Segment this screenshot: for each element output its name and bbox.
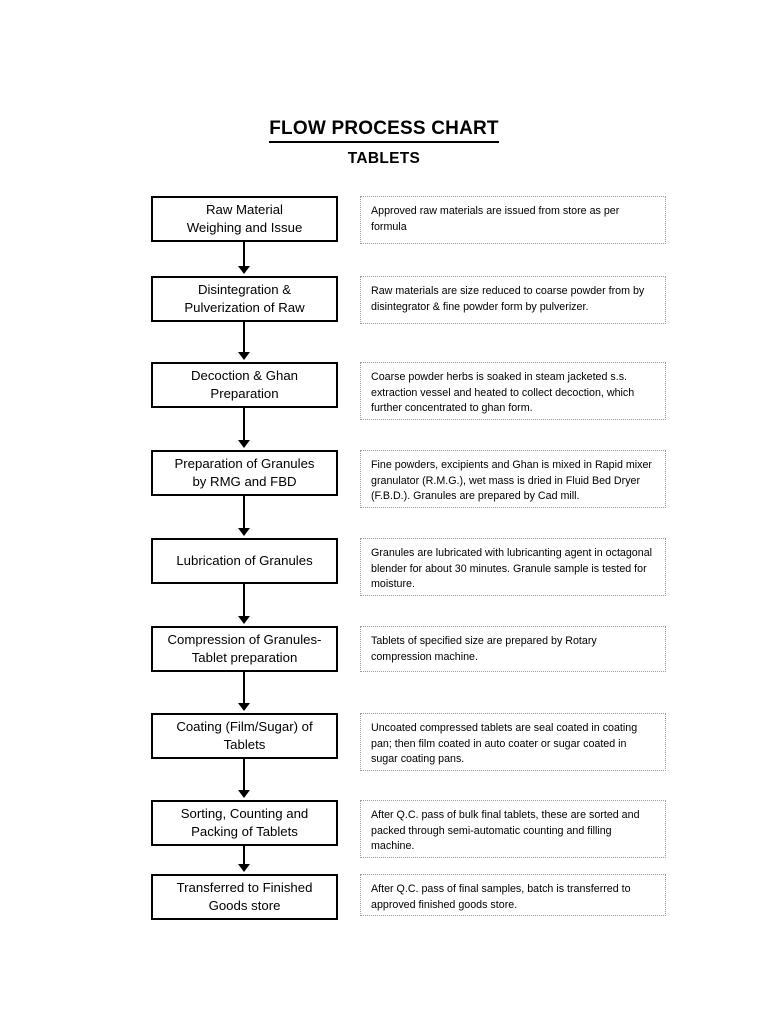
process-box-6-label: Compression of Granules- Tablet preparat… bbox=[167, 631, 322, 665]
description-box-3: Coarse powder herbs is soaked in steam j… bbox=[360, 362, 666, 420]
description-box-8: After Q.C. pass of bulk final tablets, t… bbox=[360, 800, 666, 858]
description-box-2-text: Raw materials are size reduced to coarse… bbox=[371, 285, 645, 313]
arrow-head-8-to-9 bbox=[238, 864, 250, 872]
description-box-4-text: Fine powders, excipients and Ghan is mix… bbox=[371, 459, 652, 503]
process-box-3[interactable]: Decoction & Ghan Preparation bbox=[151, 362, 338, 408]
title-block: FLOW PROCESS CHART TABLETS bbox=[0, 118, 768, 168]
description-box-8-text: After Q.C. pass of bulk final tablets, t… bbox=[371, 809, 640, 853]
process-box-4-label: Preparation of Granules by RMG and FBD bbox=[174, 455, 315, 489]
description-box-2: Raw materials are size reduced to coarse… bbox=[360, 276, 666, 324]
process-box-2[interactable]: Disintegration & Pulverization of Raw bbox=[151, 276, 338, 322]
page-title: FLOW PROCESS CHART bbox=[269, 118, 499, 143]
description-box-7-text: Uncoated compressed tablets are seal coa… bbox=[371, 722, 638, 766]
description-box-9: After Q.C. pass of final samples, batch … bbox=[360, 874, 666, 916]
arrow-head-2-to-3 bbox=[238, 352, 250, 360]
process-box-1-label: Raw Material Weighing and Issue bbox=[186, 201, 303, 235]
process-box-7[interactable]: Coating (Film/Sugar) of Tablets bbox=[151, 713, 338, 759]
page-subtitle: TABLETS bbox=[347, 149, 421, 167]
description-box-1: Approved raw materials are issued from s… bbox=[360, 196, 666, 244]
arrow-head-3-to-4 bbox=[238, 440, 250, 448]
description-box-5: Granules are lubricated with lubricantin… bbox=[360, 538, 666, 596]
process-box-5-label: Lubrication of Granules bbox=[176, 552, 313, 568]
connector-2-to-3 bbox=[243, 322, 245, 354]
arrow-head-1-to-2 bbox=[238, 266, 250, 274]
process-box-3-label: Decoction & Ghan Preparation bbox=[190, 367, 299, 401]
arrow-head-7-to-8 bbox=[238, 790, 250, 798]
description-box-7: Uncoated compressed tablets are seal coa… bbox=[360, 713, 666, 771]
connector-5-to-6 bbox=[243, 584, 245, 618]
description-box-6-text: Tablets of specified size are prepared b… bbox=[371, 635, 597, 663]
description-box-1-text: Approved raw materials are issued from s… bbox=[371, 205, 620, 233]
process-box-5[interactable]: Lubrication of Granules bbox=[151, 538, 338, 584]
process-box-8-label: Sorting, Counting and Packing of Tablets bbox=[180, 805, 309, 839]
process-box-9[interactable]: Transferred to Finished Goods store bbox=[151, 874, 338, 920]
description-box-5-text: Granules are lubricated with lubricantin… bbox=[371, 547, 653, 591]
process-box-1[interactable]: Raw Material Weighing and Issue bbox=[151, 196, 338, 242]
description-box-4: Fine powders, excipients and Ghan is mix… bbox=[360, 450, 666, 508]
arrow-head-5-to-6 bbox=[238, 616, 250, 624]
connector-8-to-9 bbox=[243, 846, 245, 866]
connector-4-to-5 bbox=[243, 496, 245, 530]
arrow-head-6-to-7 bbox=[238, 703, 250, 711]
description-box-6: Tablets of specified size are prepared b… bbox=[360, 626, 666, 672]
connector-7-to-8 bbox=[243, 759, 245, 792]
connector-1-to-2 bbox=[243, 242, 245, 268]
process-box-4[interactable]: Preparation of Granules by RMG and FBD bbox=[151, 450, 338, 496]
arrow-head-4-to-5 bbox=[238, 528, 250, 536]
connector-6-to-7 bbox=[243, 672, 245, 705]
process-box-8[interactable]: Sorting, Counting and Packing of Tablets bbox=[151, 800, 338, 846]
description-box-3-text: Coarse powder herbs is soaked in steam j… bbox=[371, 371, 635, 415]
description-box-9-text: After Q.C. pass of final samples, batch … bbox=[371, 883, 631, 911]
process-box-2-label: Disintegration & Pulverization of Raw bbox=[184, 281, 305, 315]
process-box-9-label: Transferred to Finished Goods store bbox=[176, 879, 313, 913]
process-box-6[interactable]: Compression of Granules- Tablet preparat… bbox=[151, 626, 338, 672]
connector-3-to-4 bbox=[243, 408, 245, 442]
process-box-7-label: Coating (Film/Sugar) of Tablets bbox=[176, 718, 313, 752]
